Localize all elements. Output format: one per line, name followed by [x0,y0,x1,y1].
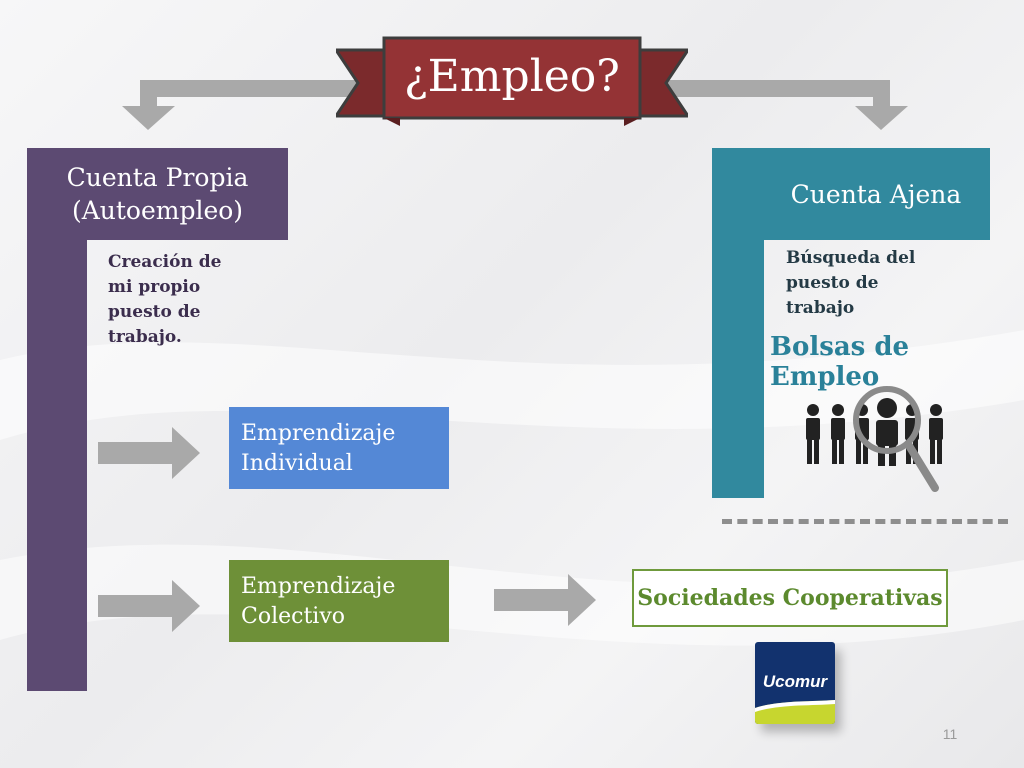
sociedades-cooperativas-box: Sociedades Cooperativas [632,569,948,627]
emprendizaje-individual-box: Emprendizaje Individual [229,407,449,489]
logo-text: Ucomur [762,672,828,691]
page-title: ¿Empleo? [404,50,620,102]
description-line: mi propio [108,277,201,297]
description-line: puesto de [108,302,201,322]
box-line: Individual [241,451,353,476]
cuenta-propia-description: Creación de mi propio puesto de trabajo. [108,250,238,350]
description-line: trabajo [786,298,855,318]
title-banner [336,36,688,126]
cuenta-propia-heading: Cuenta Propia (Autoempleo) [27,148,288,240]
title-split-arrows [122,80,908,130]
arrow-to-individual [98,427,200,479]
box-line: Colectivo [241,604,346,629]
cuenta-propia-line2: (Autoempleo) [71,196,244,225]
people-search-icon [806,386,943,492]
arrow-to-cooperativas [494,574,596,626]
description-line: Búsqueda del [786,248,916,268]
bolsas-de-empleo-heading: Bolsas de Empleo [770,332,910,392]
cuenta-ajena-description: Búsqueda del puesto de trabajo [786,246,936,321]
arrow-to-colectivo [98,580,200,632]
cuenta-propia-line1: Cuenta Propia [66,163,249,192]
description-line: trabajo. [108,327,182,347]
box-line: Emprendizaje [241,421,396,446]
emprendizaje-colectivo-box: Emprendizaje Colectivo [229,560,449,642]
page-number: 11 [942,726,958,742]
dashed-divider [722,519,1008,524]
ucomur-logo-icon: Ucomur [755,642,835,724]
cuenta-ajena-heading: Cuenta Ajena [712,148,990,240]
box-line: Emprendizaje [241,574,396,599]
description-line: puesto de [786,273,879,293]
logo-stripe [755,700,835,724]
description-line: Creación de [108,252,222,272]
